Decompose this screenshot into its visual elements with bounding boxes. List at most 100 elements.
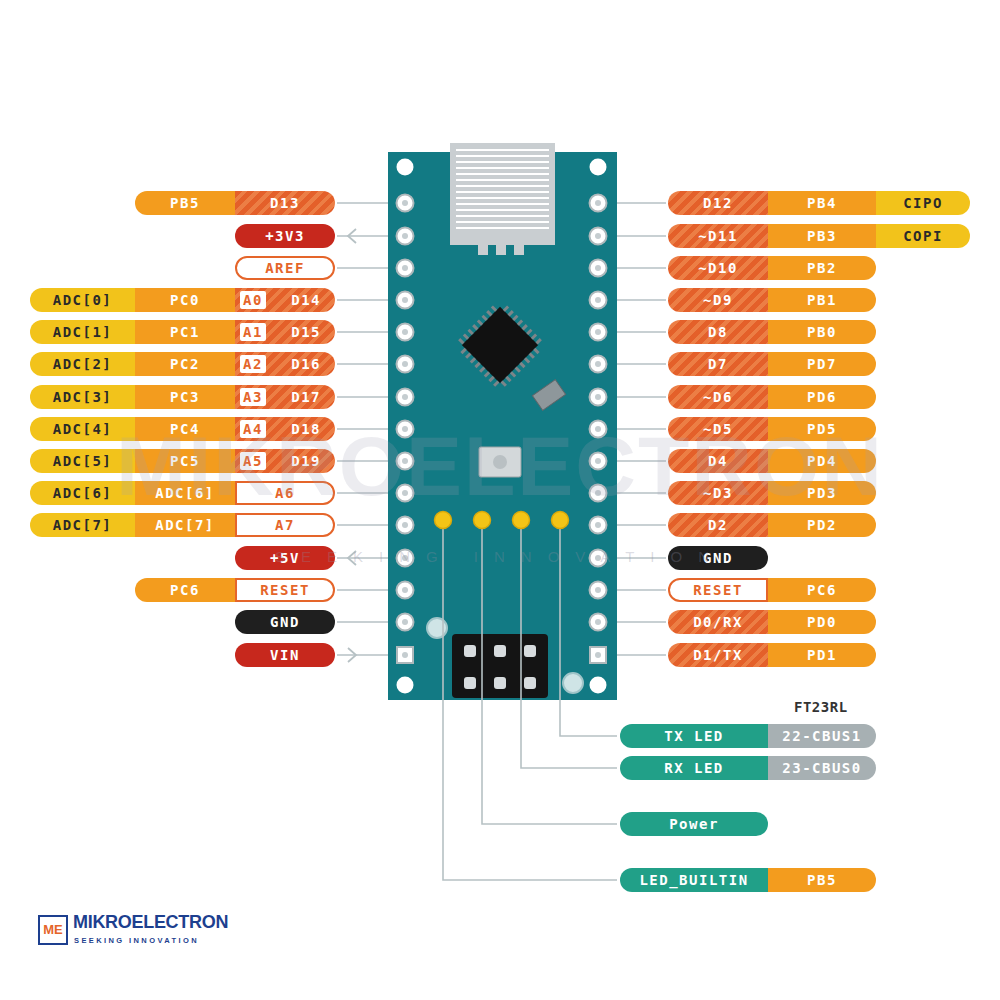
pin-label: PC2 — [135, 352, 235, 376]
pin-hole — [595, 458, 601, 464]
pin-name: A5 — [240, 452, 266, 470]
leader-line — [337, 492, 396, 494]
mounting-hole — [397, 677, 414, 694]
pin-label: D4 — [668, 449, 768, 473]
chip-lead — [501, 380, 507, 386]
pin-name: VIN — [270, 647, 300, 663]
square-pin — [590, 647, 606, 663]
mounting-hole — [590, 677, 607, 694]
pin-hole — [595, 361, 601, 367]
pin-label: PD6 — [768, 385, 876, 409]
chip-lead — [505, 376, 511, 382]
pin-name: PD5 — [807, 421, 837, 437]
pin-label: D13 — [235, 191, 335, 215]
pin-label: ADC[3] — [30, 385, 135, 409]
pin-label: ADC[1] — [30, 320, 135, 344]
pin-label: D12 — [668, 191, 768, 215]
header-pin — [590, 356, 607, 373]
pin-hole — [595, 265, 601, 271]
pin-name: COPI — [903, 228, 943, 244]
pin-name: RESET — [260, 582, 310, 598]
pin-label: ADC[2] — [30, 352, 135, 376]
leader-line — [337, 331, 396, 333]
pin-hole — [595, 619, 601, 625]
pin-label: +5V — [235, 546, 335, 570]
pin-name: D19 — [291, 453, 321, 469]
usb-fin — [456, 209, 549, 211]
pin-hole — [402, 265, 408, 271]
pin-hole — [595, 490, 601, 496]
pin-label: PC4 — [135, 417, 235, 441]
mounting-hole — [397, 159, 414, 176]
pin-name: D4 — [708, 453, 728, 469]
pin-name: LED_BUILTIN — [639, 872, 748, 888]
pin-name: ADC[6] — [155, 485, 215, 501]
usb-body — [450, 143, 555, 245]
chip-lead — [479, 366, 485, 372]
chip-lead — [510, 371, 516, 377]
header-pin — [397, 228, 414, 245]
usb-fin — [456, 179, 549, 181]
pin-label: PB5 — [768, 868, 876, 892]
pin-hole — [595, 394, 601, 400]
pin-name: A3 — [240, 388, 266, 406]
pin-hole — [595, 233, 601, 239]
pin-label: AREF — [235, 256, 335, 280]
pin-name: PC6 — [807, 582, 837, 598]
pin-name: D17 — [291, 389, 321, 405]
chip-lead — [529, 352, 535, 358]
leader-line — [337, 202, 396, 204]
leader-line — [337, 589, 396, 591]
header-pin — [397, 292, 414, 309]
header-pin — [397, 195, 414, 212]
pin-name: D15 — [291, 324, 321, 340]
pin-name: PB1 — [807, 292, 837, 308]
chip-lead — [517, 319, 523, 325]
header-pin — [590, 485, 607, 502]
pin-name: AREF — [265, 260, 305, 276]
pin-label: PD7 — [768, 352, 876, 376]
pin-name: ADC[2] — [53, 356, 113, 372]
header-pin — [590, 324, 607, 341]
pin-hole — [595, 587, 601, 593]
header-pin — [590, 195, 607, 212]
pin-name: PC0 — [170, 292, 200, 308]
microcontroller-chip — [453, 298, 546, 391]
pin-name: PD0 — [807, 614, 837, 630]
logo-tagline-holder: SEEKING INNOVATION — [74, 936, 199, 945]
led-leader-line — [443, 528, 617, 880]
pin-hole — [402, 652, 408, 658]
leader-line — [337, 654, 396, 656]
pin-name: PC5 — [170, 453, 200, 469]
pin-name: ADC[4] — [53, 421, 113, 437]
leader-line — [337, 524, 396, 526]
chip-lead — [470, 357, 476, 363]
pin-label: +3V3 — [235, 224, 335, 248]
usb-fin — [456, 185, 549, 187]
pin-label: VIN — [235, 643, 335, 667]
pin-name: ADC[6] — [53, 485, 113, 501]
leader-line — [337, 267, 396, 269]
pin-label: PB3 — [768, 224, 876, 248]
pin-hole — [402, 522, 408, 528]
pin-name: GND — [270, 614, 300, 630]
pin-label: A0D14 — [235, 288, 335, 312]
pin-name: D16 — [291, 356, 321, 372]
header-pin — [397, 389, 414, 406]
usb-fin — [456, 161, 549, 163]
pin-name: D0/RX — [693, 614, 743, 630]
pin-name: PD7 — [807, 356, 837, 372]
pin-label: ~D5 — [668, 417, 768, 441]
pin-label: PC6 — [135, 578, 235, 602]
header-pin — [590, 614, 607, 631]
pin-name: PD3 — [807, 485, 837, 501]
pin-label: PB5 — [135, 191, 235, 215]
pin-label: ADC[7] — [30, 513, 135, 537]
pin-name: PC6 — [170, 582, 200, 598]
pin-label: GND — [668, 546, 768, 570]
pin-hole — [402, 233, 408, 239]
pin-name: 23-CBUS0 — [782, 760, 861, 776]
pin-label: PD4 — [768, 449, 876, 473]
chip-lead — [474, 362, 480, 368]
usb-fin — [456, 149, 549, 151]
